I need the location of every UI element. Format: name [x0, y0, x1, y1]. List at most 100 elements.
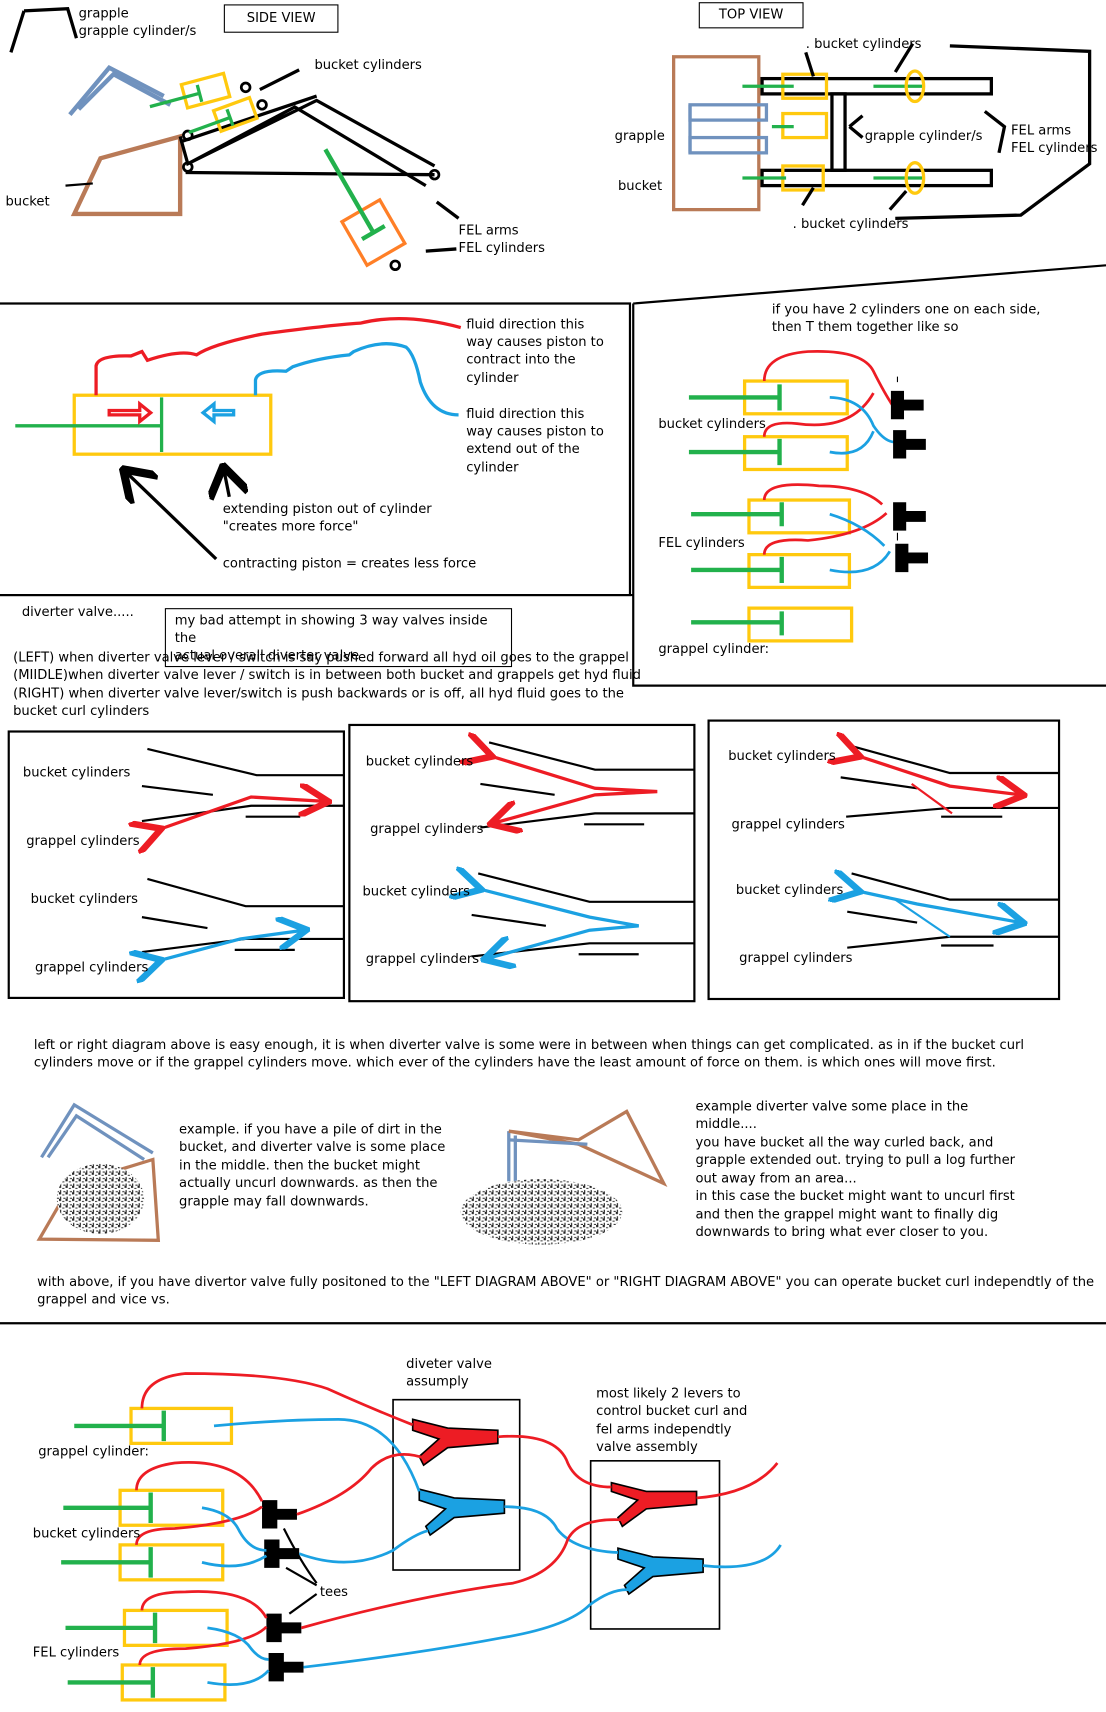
- example-right-1: example diverter valve some place in the: [695, 1098, 969, 1114]
- side-fel-cylinder: [323, 148, 408, 268]
- diverter-boxed-note-line-2: actual overall diverter valve: [174, 647, 360, 663]
- plumbing-bucket-cylinders-label: bucket cylinders: [32, 1525, 141, 1541]
- extend-text-2: way causes piston to: [466, 423, 604, 439]
- tees-label: tees: [319, 1584, 348, 1600]
- example-right-5: out away from an area...: [695, 1170, 857, 1186]
- log-pile-icon: [460, 1179, 623, 1245]
- plumbing-grappel-cylinder-label: grappel cylinder:: [38, 1443, 149, 1459]
- example-right-4: grapple extended out. trying to pull a l…: [695, 1151, 1016, 1168]
- panel-right-grappel-label-2: grappel cylinders: [739, 949, 853, 966]
- extend-text-3: extend out of the: [466, 441, 580, 457]
- tee-diagram: [688, 350, 929, 643]
- explanation-line-1: left or right diagram above is easy enou…: [33, 1037, 1025, 1053]
- panel-middle-grappel-label-2: grappel cylinders: [365, 950, 480, 967]
- panel-middle-valve-top: [480, 742, 695, 827]
- panel-left-bucket-label-2: bucket cylinders: [30, 890, 139, 907]
- control-valve-red-y: [610, 1481, 698, 1528]
- extend-text-4: cylinder: [466, 459, 519, 475]
- grapple-cylinder-label: grapple cylinder/s: [78, 22, 197, 39]
- tee-intro-1: if you have 2 cylinders one on each side…: [771, 301, 1041, 317]
- top-fel-cylinders-label: FEL cylinders: [1011, 139, 1098, 156]
- valve-label-4: valve assembly: [596, 1438, 698, 1455]
- top-fel-arms-label: FEL arms: [1011, 122, 1072, 138]
- top-view-diagram: [672, 42, 1092, 220]
- example-right-6: in this case the bucket might want to un…: [695, 1187, 1015, 1204]
- top-bucket-label: bucket: [617, 177, 663, 194]
- panel-right-bucket-label: bucket cylinders: [728, 747, 836, 764]
- diverter-panels: [7, 719, 1061, 1003]
- extending-note-2: "creates more force": [222, 518, 359, 534]
- top-grapple-cylinder-label: grapple cylinder/s: [864, 127, 983, 144]
- panel-left-valve-top: [142, 747, 344, 830]
- diverter-line-2: (MIIDLE)when diverter valve lever / swit…: [13, 667, 641, 683]
- panel-left-bucket-label: bucket cylinders: [22, 764, 131, 780]
- example-right-2: middle....: [695, 1115, 757, 1132]
- top-bucket-cylinders-bottom-label: . bucket cylinders: [792, 216, 909, 232]
- top-grapple-label: grapple: [614, 127, 665, 144]
- example-left-1: example. if you have a pile of dirt in t…: [179, 1121, 442, 1137]
- diverter-boxed-note: my bad attempt in showing 3 way valves i…: [164, 608, 513, 668]
- plumbing-diagram: [61, 1372, 782, 1702]
- diverter-assembly-label-1: diveter valve: [406, 1356, 492, 1372]
- side-grapple-cylinder: [149, 71, 232, 110]
- bucket-label: bucket: [5, 193, 50, 209]
- example-right-8: downwards to bring what ever closer to y…: [695, 1223, 989, 1240]
- panel-right-valve-top: [841, 745, 1060, 818]
- contract-text-3: contract into the: [466, 351, 576, 367]
- side-bucket-cylinder: [188, 95, 260, 135]
- tee-grappel-cylinder-label: grappel cylinder:: [658, 640, 770, 657]
- panel-middle-grappel-label: grappel cylinders: [370, 821, 484, 837]
- panel-left-valve-bottom: [142, 877, 344, 961]
- tee-intro-2: then T them together like so: [771, 318, 959, 335]
- side-view-title: SIDE VIEW: [223, 4, 339, 33]
- bucket-cylinders-label: bucket cylinders: [314, 56, 422, 73]
- diverter-line-4: bucket curl cylinders: [13, 703, 150, 719]
- side-view-diagram: [9, 7, 460, 272]
- diverter-line-3: (RIGHT) when diverter valve lever/switch…: [13, 685, 624, 701]
- example-left-5: grapple may fall downwards.: [179, 1193, 369, 1209]
- diverter-assembly-label-2: assumply: [406, 1373, 469, 1389]
- diverter-boxed-note-line-1: my bad attempt in showing 3 way valves i…: [174, 612, 488, 646]
- extending-note-1: extending piston out of cylinder: [222, 501, 432, 517]
- fluid-direction-diagram: [15, 317, 462, 561]
- diverter-valve-red-y: [411, 1418, 499, 1467]
- closing-line-2: grappel and vice vs.: [37, 1291, 170, 1307]
- grapple-label: grapple: [78, 5, 129, 21]
- fel-cylinders-label: FEL cylinders: [458, 240, 545, 256]
- panel-right-bucket-label-2: bucket cylinders: [735, 882, 844, 898]
- example-left-2: bucket, and diverter valve is some place: [179, 1138, 446, 1155]
- explanation-line-2: cylinders move or if the grappel cylinde…: [33, 1054, 996, 1070]
- example-left-3: in the middle. then the bucket might: [179, 1157, 421, 1173]
- extend-text-1: fluid direction this: [466, 406, 585, 422]
- valve-label-1: most likely 2 levers to: [596, 1385, 741, 1401]
- panel-middle-bucket-label-2: bucket cylinders: [362, 883, 470, 899]
- diverter-line-1: (LEFT) when diverter valve lever / switc…: [13, 649, 629, 665]
- fel-arms-label: FEL arms: [458, 222, 519, 239]
- contracting-note: contracting piston = creates less force: [222, 555, 477, 572]
- top-view-title: TOP VIEW: [698, 2, 804, 29]
- diverter-title: diverter valve.....: [21, 603, 134, 620]
- example-left-4: actually uncurl downwards. as then the: [179, 1174, 438, 1191]
- tee-fel-cylinders-label: FEL cylinders: [658, 534, 745, 551]
- valve-label-2: control bucket curl and: [596, 1402, 748, 1419]
- panel-right-valve-bottom: [847, 873, 1060, 949]
- contract-text-4: cylinder: [466, 370, 519, 386]
- valve-label-3: fel arms independtly: [596, 1421, 732, 1437]
- tee-bucket-cylinders-label: bucket cylinders: [658, 415, 766, 432]
- contract-text-2: way causes piston to: [466, 334, 604, 350]
- plumbing-fel-cylinders-label: FEL cylinders: [32, 1644, 120, 1660]
- panel-left-grappel-label-2: grappel cylinders: [34, 959, 149, 975]
- panel-right-grappel-label: grappel cylinders: [731, 816, 845, 832]
- example-left-sketch: [36, 1102, 161, 1242]
- contract-text-1: fluid direction this: [466, 316, 585, 332]
- panel-middle-valve-bottom: [472, 873, 695, 958]
- example-right-sketch: [460, 1109, 668, 1245]
- diverter-valve-blue-y: [418, 1488, 506, 1537]
- example-right-7: and then the grappel might want to final…: [695, 1206, 999, 1222]
- top-bucket-cylinders-label: . bucket cylinders: [805, 36, 922, 52]
- panel-left-grappel-label: grappel cylinders: [26, 833, 140, 849]
- closing-line-1: with above, if you have divertor valve f…: [37, 1274, 1095, 1290]
- dirt-pile-icon: [56, 1163, 145, 1234]
